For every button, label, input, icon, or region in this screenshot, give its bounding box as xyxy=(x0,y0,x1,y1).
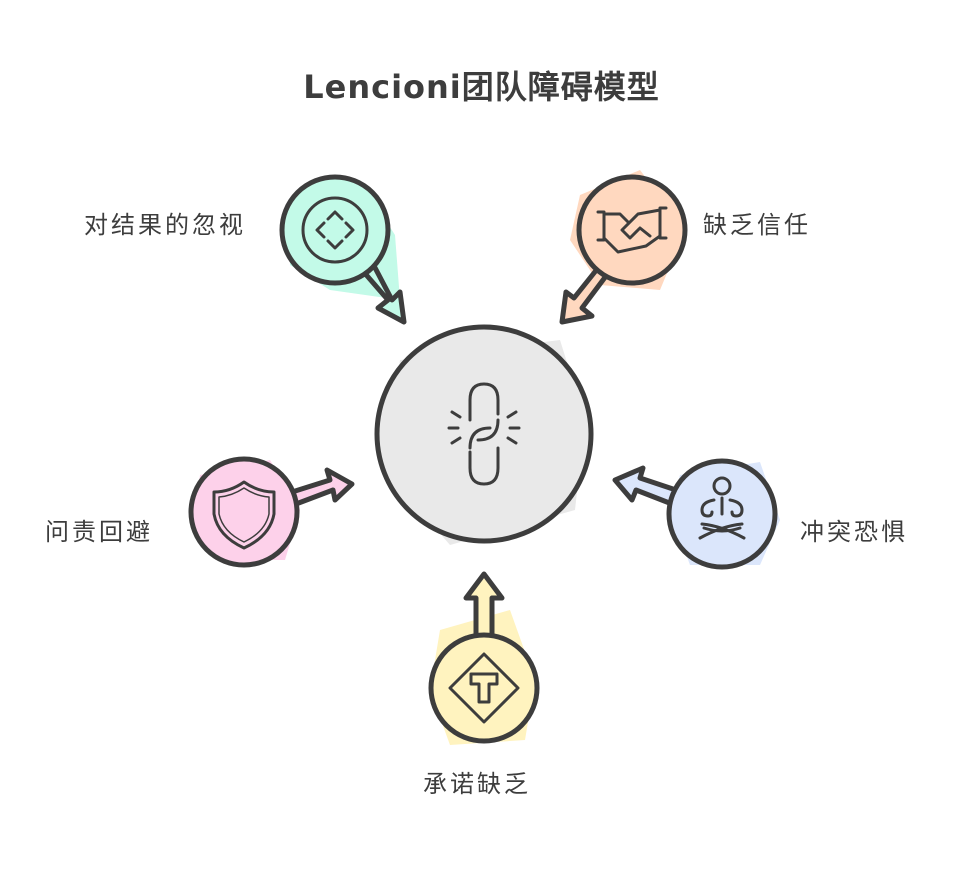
meditation-icon xyxy=(698,476,746,540)
broken-chain-icon xyxy=(447,382,521,486)
label-inattention-to-results: 对结果的忽视 xyxy=(84,211,246,239)
label-absence-of-trust: 缺乏信任 xyxy=(703,211,811,239)
node-avoidance-of-accountability xyxy=(188,456,355,568)
arrow-to-center xyxy=(463,571,505,643)
shield-icon xyxy=(212,480,276,550)
node-fear-of-conflict xyxy=(612,458,780,570)
t-intersection-sign-icon xyxy=(448,652,520,724)
arrow-to-center xyxy=(359,259,407,325)
label-lack-of-commitment: 承诺缺乏 xyxy=(423,770,531,798)
center-node xyxy=(374,324,594,545)
arrow-to-center xyxy=(559,265,609,325)
label-fear-of-conflict: 冲突恐惧 xyxy=(800,518,908,546)
focus-target-icon xyxy=(301,196,369,264)
arrow-to-center xyxy=(289,467,355,507)
arrow-to-center xyxy=(612,465,679,507)
node-absence-of-trust xyxy=(559,170,688,325)
node-inattention-to-results xyxy=(279,174,407,325)
handshake-icon xyxy=(596,206,668,254)
node-lack-of-commitment xyxy=(428,571,540,745)
label-avoidance-of-accountability: 问责回避 xyxy=(45,518,153,546)
diagram-title: Lencioni团队障碍模型 xyxy=(303,68,660,106)
